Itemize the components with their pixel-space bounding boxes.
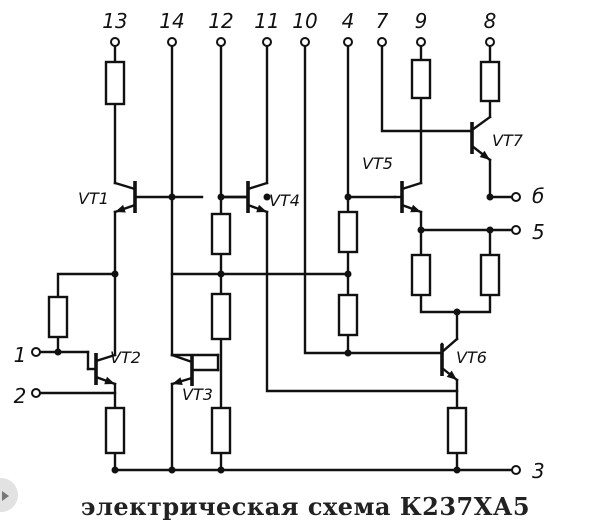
vt6-collector	[440, 337, 459, 354]
pin-label-13: 13	[102, 9, 127, 33]
terminal-0	[110, 37, 120, 47]
diagram-caption: электрическая схема К237ХА5	[80, 492, 531, 521]
terminal-2	[216, 37, 226, 47]
junction-7	[453, 466, 461, 474]
transistor-label-vt4: VT4	[269, 191, 300, 210]
vt1-collector	[113, 181, 137, 191]
terminal-8	[485, 37, 495, 47]
junction-14	[486, 193, 494, 201]
pin-label-4: 4	[342, 9, 355, 33]
terminal-4	[300, 37, 310, 47]
wire-33	[488, 158, 514, 199]
resistors	[47, 58, 501, 455]
terminal-10	[511, 225, 521, 235]
pin-label-1: 1	[14, 343, 27, 367]
wire-10	[346, 44, 397, 199]
wires	[38, 44, 514, 472]
pin-label-9: 9	[415, 9, 428, 33]
transistors	[86, 115, 492, 386]
pin-label-2: 2	[14, 384, 27, 408]
junction-10	[344, 349, 352, 357]
junction-3	[217, 270, 225, 278]
terminal-1	[167, 37, 177, 47]
resistor-10	[47, 295, 69, 339]
wire-27	[265, 210, 459, 393]
junction-15	[453, 308, 461, 316]
transistor-label-vt5: VT5	[362, 154, 393, 173]
resistor-5	[210, 406, 232, 455]
pin-label-3: 3	[532, 459, 545, 483]
resistor-8	[410, 253, 432, 297]
wire-18	[56, 272, 117, 299]
pin-label-b: б	[532, 184, 544, 208]
terminals	[31, 37, 521, 475]
junction-4	[217, 466, 225, 474]
junction-13	[486, 226, 494, 234]
junction-11	[54, 348, 62, 356]
resistor-7	[337, 293, 359, 337]
junction-2	[217, 193, 225, 201]
junction-8	[344, 193, 352, 201]
terminal-12	[31, 347, 41, 357]
terminal-11	[511, 465, 521, 475]
junction-9	[344, 270, 352, 278]
vt2-collector	[94, 353, 117, 363]
resistor-0	[104, 60, 126, 106]
vt7-collector	[470, 115, 492, 132]
resistor-1	[410, 58, 432, 100]
terminal-5	[343, 37, 353, 47]
terminal-7	[416, 37, 426, 47]
junction-5	[168, 466, 176, 474]
junctions	[54, 193, 494, 474]
junction-0	[111, 270, 119, 278]
terminal-9	[511, 192, 521, 202]
vt4-emitter-arrow	[256, 204, 267, 213]
transistor-label-vt2: VT2	[110, 348, 141, 367]
terminal-13	[31, 388, 41, 398]
vt7-emitter-arrow	[479, 150, 490, 160]
nav-button[interactable]	[0, 478, 18, 512]
pin-label-11: 11	[254, 9, 279, 33]
resistor-9	[479, 253, 501, 297]
vt5-collector	[400, 181, 423, 191]
pin-label-5: 5	[532, 220, 545, 244]
resistor-4	[210, 292, 232, 341]
terminal-6	[377, 37, 387, 47]
pin-label-14: 14	[159, 9, 184, 33]
resistor-3	[210, 212, 232, 256]
junction-1	[168, 193, 176, 201]
vt4-collector	[246, 181, 269, 191]
vt6-emitter-arrow	[446, 370, 457, 380]
pin-label-8: 8	[484, 9, 497, 33]
pin-label-10: 10	[292, 9, 317, 33]
circuit-schematic: 13 14 12 11 10 4 7 9 8 б 5 3 1 2 VT1 VT2…	[14, 9, 545, 483]
terminal-3	[262, 37, 272, 47]
transistor-label-vt6: VT6	[456, 348, 487, 367]
wire-11	[380, 44, 474, 133]
resistor-12	[446, 406, 468, 455]
junction-12	[417, 226, 425, 234]
resistor-2	[479, 60, 501, 103]
wire-9	[303, 44, 444, 355]
transistor-label-vt1: VT1	[78, 189, 109, 208]
junction-6	[111, 466, 119, 474]
vt3-collector	[170, 353, 194, 364]
transistor-label-vt7: VT7	[492, 131, 524, 150]
resistor-11	[104, 406, 126, 455]
vt3-emitter-arrow	[172, 377, 183, 385]
vt5-emitter-arrow	[410, 204, 421, 213]
pin-label-7: 7	[376, 9, 389, 33]
vt2-emitter-arrow	[104, 376, 115, 385]
transistor-label-vt3: VT3	[182, 385, 213, 404]
resistor-6	[337, 210, 359, 254]
pin-label-12: 12	[208, 9, 233, 33]
junction-16	[263, 193, 271, 201]
vt1-emitter-arrow	[115, 204, 126, 213]
